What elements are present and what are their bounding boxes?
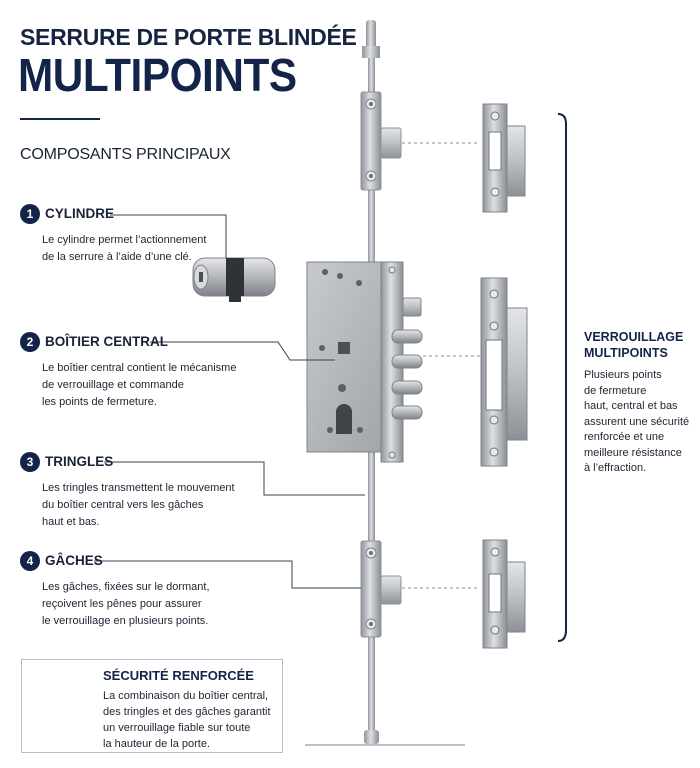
- strike-plate-bottom: [482, 539, 526, 649]
- multipoint-line: Plusieurs points: [584, 369, 662, 381]
- component-title: TRINGLES: [45, 454, 114, 469]
- multipoint-line: de fermeture: [584, 384, 647, 397]
- strike-plate-top: [482, 103, 526, 213]
- badge-number: 2: [20, 332, 40, 352]
- component-title: BOÎTIER CENTRAL: [45, 334, 168, 349]
- security-line: La combinaison du boîtier central,: [103, 690, 269, 702]
- cylinder: [192, 257, 276, 302]
- security-box: [21, 659, 283, 753]
- description-line: Le boîtier central contient le mécanisme: [42, 362, 237, 374]
- strike-plate-center: [480, 277, 528, 467]
- multipoint-bracket: [557, 113, 567, 642]
- description-line: le verrouillage en plusieurs points.: [42, 615, 209, 627]
- description-line: reçoivent les pênes pour assurer: [42, 598, 202, 610]
- page-title: MULTIPOINTS: [18, 49, 297, 101]
- multipoint-description: Plusieurs points de fermeture haut, cent…: [584, 368, 689, 477]
- badge-number: 1: [20, 204, 40, 224]
- component-title: CYLINDRE: [45, 206, 115, 221]
- title-underline: [20, 118, 100, 120]
- security-line: la hauteur de la porte.: [103, 738, 211, 750]
- multipoint-line: renforcée et une: [584, 431, 665, 443]
- badge-number: 3: [20, 452, 40, 472]
- multipoint-title-line: VERROUILLAGE: [584, 330, 684, 344]
- description-line: Les tringles transmettent le mouvement: [42, 482, 235, 494]
- description-line: du boîtier central vers les gâches: [42, 499, 204, 511]
- dashed-connectors: [402, 142, 480, 589]
- security-title: SÉCURITÉ RENFORCÉE: [103, 668, 254, 683]
- section-subtitle: COMPOSANTS PRINCIPAUX: [20, 146, 231, 163]
- multipoint-line: à l’effraction.: [584, 462, 647, 474]
- description-line: les points de fermeture.: [42, 396, 157, 408]
- description-line: Le cylindre permet l’actionnement: [42, 234, 207, 246]
- leader-lines: [94, 214, 365, 589]
- security-line: des tringles et des gâches garantit: [103, 706, 271, 718]
- central-bolts: [391, 297, 423, 420]
- description-line: de verrouillage et commande: [42, 379, 184, 391]
- multipoint-line: assurent une sécurité: [584, 415, 690, 428]
- multipoint-title-line: MULTIPOINTS: [584, 346, 668, 360]
- title-small: SERRURE DE PORTE BLINDÉE: [20, 24, 357, 50]
- component-description: Les gâches, fixées sur le dormant, reçoi…: [42, 579, 210, 630]
- component-description: Les tringles transmettent le mouvement d…: [42, 480, 235, 531]
- component-description: Le cylindre permet l’actionnement de la …: [42, 232, 206, 266]
- central-lock-case: [306, 261, 404, 463]
- component-description: Le boîtier central contient le mécanisme…: [42, 360, 236, 411]
- multipoint-title: VERROUILLAGE MULTIPOINTS: [584, 329, 683, 361]
- rod-upper-bolt: [360, 91, 402, 191]
- rod-lower-bolt: [360, 540, 402, 638]
- description-line: Les gâches, fixées sur le dormant,: [42, 581, 210, 593]
- badge-number: 4: [20, 551, 40, 571]
- security-description: La combinaison du boîtier central, des t…: [103, 688, 271, 752]
- description-line: de la serrure à l’aide d’une clé.: [42, 251, 192, 263]
- multipoint-line: haut, central et bas: [584, 400, 678, 412]
- component-title: GÂCHES: [45, 553, 103, 568]
- security-line: un verrouillage fiable sur toute: [103, 722, 251, 734]
- multipoint-line: meilleure résistance: [584, 446, 682, 459]
- description-line: haut et bas.: [42, 516, 100, 528]
